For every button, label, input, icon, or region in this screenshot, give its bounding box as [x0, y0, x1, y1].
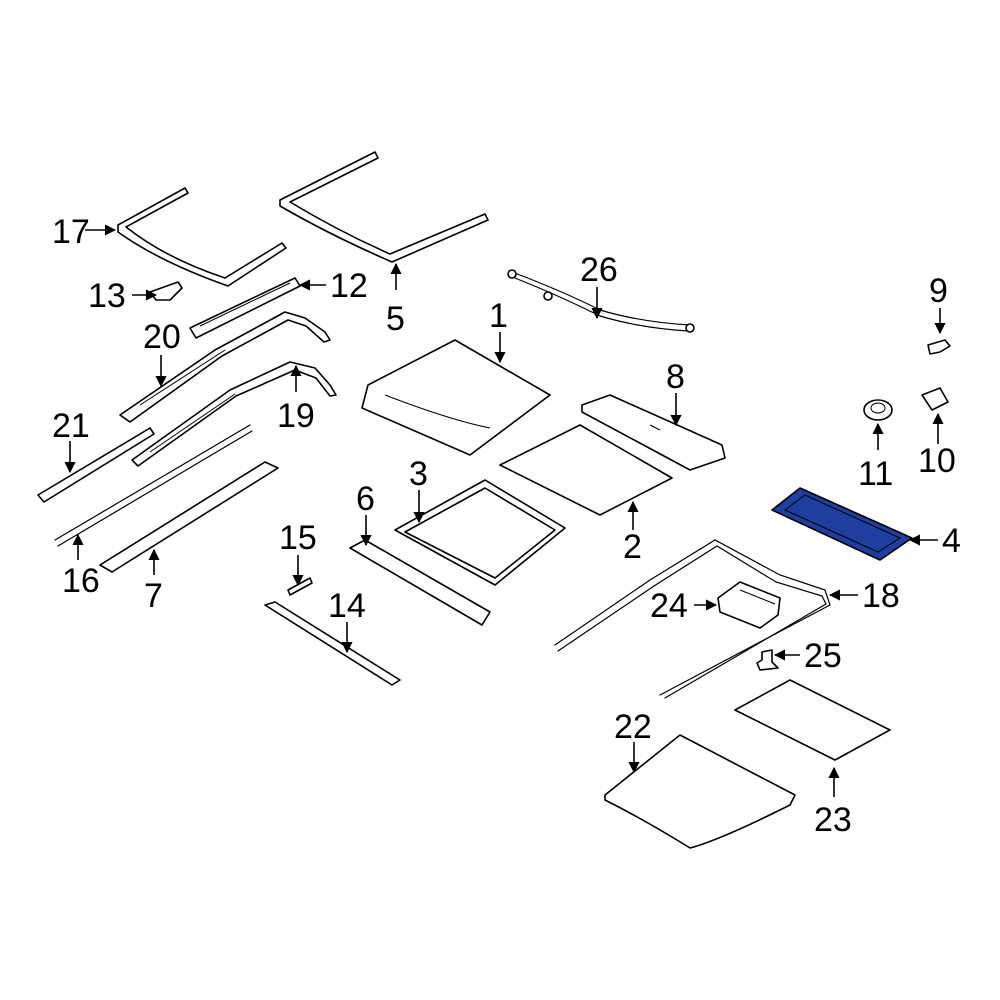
part-4-sunshade-highlighted[interactable]	[771, 487, 913, 561]
part-2-rear-glass[interactable]	[499, 424, 673, 516]
callout-24[interactable]: 24	[650, 587, 688, 625]
part-21-drain-strip[interactable]	[37, 427, 155, 503]
part-9-screw[interactable]	[927, 339, 951, 355]
part-14-trim-strip[interactable]	[264, 601, 401, 686]
callout-9[interactable]: 9	[929, 272, 948, 310]
callout-23[interactable]: 23	[814, 801, 852, 839]
callout-17[interactable]: 17	[52, 213, 90, 251]
callout-21[interactable]: 21	[52, 407, 90, 445]
callout-2[interactable]: 2	[623, 528, 642, 566]
part-7-side-moulding[interactable]	[99, 461, 279, 573]
part-5-weatherstrip[interactable]	[279, 151, 489, 263]
part-18-drain-tube[interactable]	[554, 539, 831, 699]
part-24-motor[interactable]	[717, 581, 781, 629]
part-11-grommet[interactable]	[863, 399, 893, 421]
callout-1[interactable]: 1	[489, 297, 508, 335]
part-13-clip[interactable]	[149, 281, 183, 301]
callout-12[interactable]: 12	[330, 267, 368, 305]
part-25-screw[interactable]	[756, 649, 779, 671]
part-1-glass-panel[interactable]	[361, 339, 551, 456]
part-10-bracket[interactable]	[921, 387, 949, 411]
part-3-frame-seal[interactable]	[394, 479, 566, 586]
callout-25[interactable]: 25	[804, 637, 842, 675]
part-20-guide-rail[interactable]	[119, 311, 331, 423]
callout-4[interactable]: 4	[942, 522, 961, 560]
callout-3[interactable]: 3	[409, 455, 428, 493]
callout-13[interactable]: 13	[88, 277, 126, 315]
callout-26[interactable]: 26	[580, 251, 618, 289]
callout-15[interactable]: 15	[279, 519, 317, 557]
part-17-seal-frame[interactable]	[117, 187, 287, 287]
callout-14[interactable]: 14	[328, 587, 366, 625]
callout-19[interactable]: 19	[277, 397, 315, 435]
part-22-front-sunshade[interactable]	[604, 734, 796, 849]
part-8-rear-panel[interactable]	[581, 394, 726, 471]
leader-lines	[64, 224, 946, 797]
part-23-rear-sunshade[interactable]	[734, 679, 891, 761]
callout-7[interactable]: 7	[144, 577, 163, 615]
callout-18[interactable]: 18	[862, 577, 900, 615]
callout-11[interactable]: 11	[858, 455, 893, 493]
part-12-deflector-strip[interactable]	[189, 277, 301, 339]
part-16-side-trim[interactable]	[54, 424, 253, 547]
callout-8[interactable]: 8	[666, 358, 685, 396]
callout-22[interactable]: 22	[614, 708, 652, 746]
callout-16[interactable]: 16	[62, 562, 100, 600]
callouts: 17 5 13 12 20 19 21 16 7 1 26 8 2 3 6 15…	[52, 213, 961, 839]
part-6-front-trim[interactable]	[349, 539, 491, 626]
callout-6[interactable]: 6	[356, 480, 375, 518]
part-19-guide-rail[interactable]	[131, 361, 337, 467]
callout-5[interactable]: 5	[386, 300, 405, 338]
part-15-small-clip[interactable]	[287, 577, 313, 596]
callout-20[interactable]: 20	[143, 318, 181, 356]
callout-10[interactable]: 10	[918, 442, 956, 480]
